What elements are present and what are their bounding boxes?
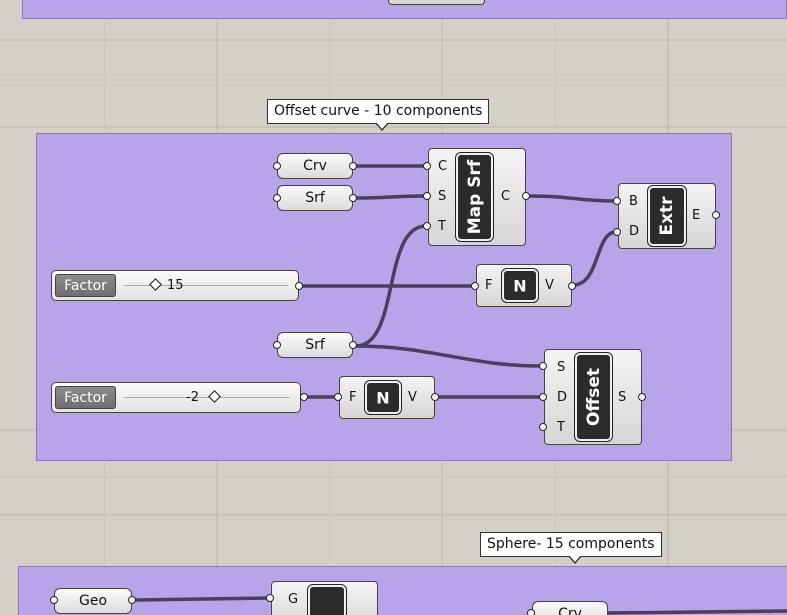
sphere-input-g: G <box>288 592 299 607</box>
negative-2-core: N <box>364 380 402 415</box>
extrude-grip-d[interactable] <box>613 228 621 236</box>
negative-1-grip-out[interactable] <box>568 282 576 290</box>
factor-slider-1-handle[interactable] <box>149 278 162 291</box>
wire-srf-map-t <box>354 224 428 348</box>
srf-param-bottom[interactable]: Srf <box>277 332 353 358</box>
sphere-component[interactable]: G <box>271 581 378 615</box>
group-sphere-label: Sphere- 15 components <box>480 532 662 564</box>
srf-param-top-output-grip[interactable] <box>349 194 357 202</box>
geo-param-output-grip[interactable] <box>128 596 136 604</box>
factor-slider-1-track <box>124 285 288 286</box>
geo-param[interactable]: Geo <box>54 588 132 614</box>
top-component-edge <box>388 0 485 5</box>
offset-component[interactable]: S D T Offset S <box>544 349 642 445</box>
offset-grip-t[interactable] <box>539 423 547 431</box>
extrude-component[interactable]: B D Extr E <box>618 183 716 249</box>
factor-slider-2-handle[interactable] <box>208 390 221 403</box>
crv-param-label: Crv <box>303 158 327 174</box>
offset-grip-d[interactable] <box>539 393 547 401</box>
factor-slider-2-label: Factor <box>55 386 116 409</box>
crv-param-bottom-input-grip[interactable] <box>527 609 535 615</box>
offset-core: Offset <box>574 352 613 442</box>
group-sphere-label-text: Sphere- 15 components <box>487 536 655 552</box>
map-srf-name: Map Srf <box>464 159 485 235</box>
wire-map-extr <box>526 194 618 203</box>
srf-param-top-label: Srf <box>305 190 325 206</box>
sphere-core <box>307 584 347 615</box>
factor-slider-1[interactable]: Factor 15 <box>51 270 299 301</box>
group-sphere[interactable] <box>18 566 787 615</box>
geo-param-input-grip[interactable] <box>50 596 58 604</box>
negative-component-1[interactable]: F N V <box>476 264 572 307</box>
sphere-grip-g[interactable] <box>266 594 274 602</box>
offset-name: Offset <box>583 368 604 426</box>
factor-slider-1-output-grip[interactable] <box>295 282 303 290</box>
srf-param-top-input-grip[interactable] <box>273 194 281 202</box>
negative-1-grip-in[interactable] <box>471 282 479 290</box>
wire-crv-right <box>606 609 787 615</box>
extrude-input-b: B <box>629 194 638 209</box>
callout-tail <box>568 555 582 564</box>
negative-1-core: N <box>501 268 539 303</box>
callout-tail <box>375 122 389 131</box>
factor-slider-2-value: -2 <box>186 390 199 405</box>
srf-param-bottom-input-grip[interactable] <box>273 341 281 349</box>
extrude-grip-b[interactable] <box>613 197 621 205</box>
wire-srf-map <box>354 194 428 200</box>
extrude-core: Extr <box>647 185 687 247</box>
map-srf-output-c: C <box>501 189 511 204</box>
crv-param-bottom[interactable]: Crv <box>532 601 608 615</box>
offset-grip-out[interactable] <box>638 393 646 401</box>
extrude-input-d: D <box>629 224 640 239</box>
negative-component-2[interactable]: F N V <box>339 376 435 419</box>
srf-param-bottom-output-grip[interactable] <box>349 341 357 349</box>
negative-1-input-f: F <box>485 278 493 293</box>
extrude-grip-out[interactable] <box>712 211 720 219</box>
negative-2-glyph: N <box>376 388 390 407</box>
factor-slider-2-track <box>124 397 290 398</box>
map-srf-core: Map Srf <box>455 152 494 242</box>
offset-grip-s[interactable] <box>539 362 547 370</box>
negative-2-input-f: F <box>349 390 357 405</box>
offset-input-d: D <box>557 390 568 405</box>
wire-srf-offset <box>354 344 542 368</box>
wire-geo-sphere <box>132 596 270 602</box>
srf-param-top[interactable]: Srf <box>277 185 353 211</box>
extrude-output-e: E <box>692 208 701 223</box>
crv-param-bottom-label: Crv <box>558 606 582 615</box>
offset-output-s: S <box>618 390 627 405</box>
map-srf-input-t: T <box>438 219 446 234</box>
map-srf-component[interactable]: C S T Map Srf C <box>428 148 526 246</box>
negative-2-grip-in[interactable] <box>334 393 342 401</box>
map-srf-grip-c[interactable] <box>423 162 431 170</box>
map-srf-grip-out[interactable] <box>522 192 530 200</box>
factor-slider-1-value: 15 <box>167 278 184 293</box>
crv-param-output-grip[interactable] <box>349 162 357 170</box>
extrude-name: Extr <box>657 196 677 236</box>
offset-input-s: S <box>557 360 566 375</box>
map-srf-grip-t[interactable] <box>423 222 431 230</box>
map-srf-input-c: C <box>438 159 448 174</box>
group-offset-curve-label: Offset curve - 10 components <box>267 99 490 131</box>
map-srf-input-s: S <box>438 189 447 204</box>
negative-1-output-v: V <box>545 278 554 293</box>
negative-2-output-v: V <box>408 390 417 405</box>
factor-slider-1-label: Factor <box>55 274 116 297</box>
geo-param-label: Geo <box>78 593 108 609</box>
map-srf-grip-s[interactable] <box>423 192 431 200</box>
negative-2-grip-out[interactable] <box>431 393 439 401</box>
factor-slider-2-output-grip[interactable] <box>300 393 308 401</box>
wire-neg-extr <box>571 230 618 287</box>
offset-input-t: T <box>557 420 565 435</box>
negative-1-glyph: N <box>513 276 527 295</box>
group-offset-curve-label-text: Offset curve - 10 components <box>274 103 483 119</box>
crv-param[interactable]: Crv <box>277 153 353 179</box>
factor-slider-2[interactable]: Factor -2 <box>51 382 301 413</box>
srf-param-bottom-label: Srf <box>305 337 325 353</box>
crv-param-input-grip[interactable] <box>273 162 281 170</box>
